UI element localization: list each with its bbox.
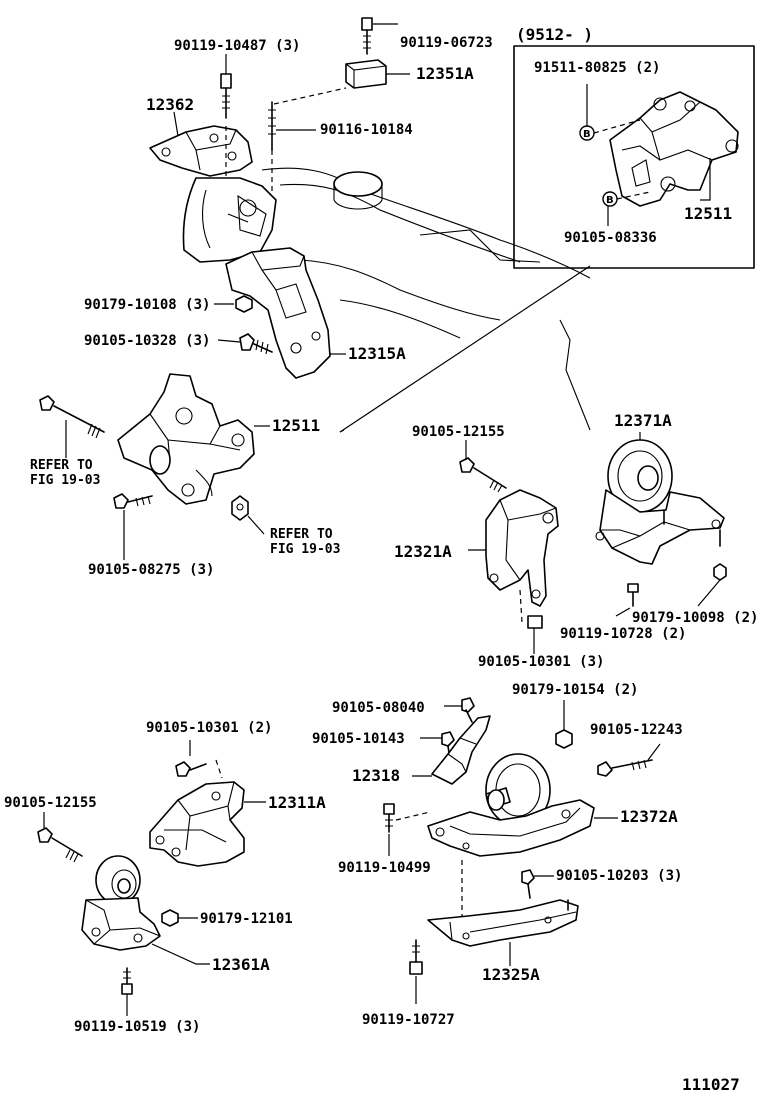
label-90105-08336: 90105-08336 — [564, 230, 657, 246]
label-90105-10203: 90105-10203 (3) — [556, 868, 683, 884]
label-12511-inset: 12511 — [684, 204, 733, 223]
label-90179-12101: 90179-12101 — [200, 911, 293, 927]
label-90105-10328: 90105-10328 (3) — [84, 333, 211, 349]
label-12361A: 12361A — [212, 955, 270, 974]
right-mounts — [459, 432, 727, 654]
lower-right-mounts — [383, 697, 661, 1004]
lower-left-mounts — [37, 740, 266, 1016]
engine-outline — [261, 167, 591, 433]
label-12325A: 12325A — [482, 965, 540, 984]
label-90179-10154: 90179-10154 (2) — [512, 682, 639, 698]
label-90119-10728: 90119-10728 (2) — [560, 626, 687, 642]
left-mount-12511 — [39, 373, 270, 560]
label-12371A: 12371A — [614, 411, 672, 430]
label-90119-06723: 90119-06723 — [400, 35, 493, 51]
label-12311A: 12311A — [268, 793, 326, 812]
figure-id: 111027 — [682, 1075, 740, 1094]
label-90105-08040: 90105-08040 — [332, 700, 425, 716]
marker-b-lower-text: B — [606, 195, 614, 206]
label-90179-10108: 90179-10108 (3) — [84, 297, 211, 313]
upper-mount-cluster — [149, 17, 410, 379]
label-90105-12155-lower: 90105-12155 — [4, 795, 97, 811]
label-12318: 12318 — [352, 766, 401, 785]
label-90105-12155-upper: 90105-12155 — [412, 424, 505, 440]
label-12362: 12362 — [146, 95, 195, 114]
label-12372A: 12372A — [620, 807, 678, 826]
label-90105-10301-lower: 90105-10301 (2) — [146, 720, 273, 736]
label-90105-10301-upper: 90105-10301 (3) — [478, 654, 605, 670]
label-refer-fig-right: REFER TO FIG 19-03 — [270, 527, 341, 557]
label-90119-10499: 90119-10499 — [338, 860, 431, 876]
label-91511-80825: 91511-80825 (2) — [534, 60, 661, 76]
inset-detail: B B — [513, 45, 755, 269]
label-refer-fig-left: REFER TO FIG 19-03 — [30, 458, 101, 488]
inset-heading: (9512- ) — [516, 25, 594, 44]
label-12315A: 12315A — [348, 344, 406, 363]
label-90105-08275: 90105-08275 (3) — [88, 562, 215, 578]
label-90105-10143: 90105-10143 — [312, 731, 405, 747]
label-90105-12243: 90105-12243 — [590, 722, 683, 738]
label-90119-10519: 90119-10519 (3) — [74, 1019, 201, 1035]
label-90119-10727: 90119-10727 — [362, 1012, 455, 1028]
label-12351A: 12351A — [416, 64, 474, 83]
label-90119-10487: 90119-10487 (3) — [174, 38, 301, 54]
label-12511: 12511 — [272, 416, 321, 435]
marker-b-upper-text: B — [583, 129, 591, 140]
label-90116-10184: 90116-10184 — [320, 122, 413, 138]
label-90179-10098: 90179-10098 (2) — [632, 610, 759, 626]
label-12321A: 12321A — [394, 542, 452, 561]
